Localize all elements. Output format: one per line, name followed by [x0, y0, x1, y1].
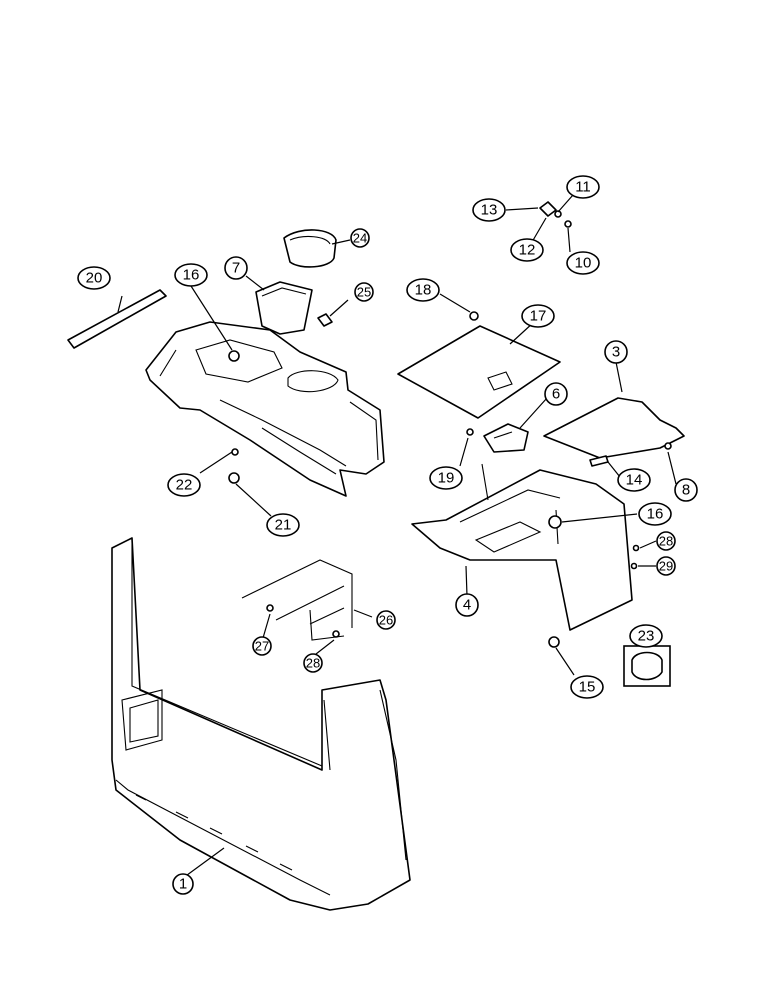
callout-11: 11 — [566, 175, 600, 199]
callout-22-label: 22 — [176, 477, 193, 494]
latch-parts — [539, 201, 572, 228]
callout-16-right: 16 — [638, 502, 672, 526]
callout-23: 23 — [629, 624, 663, 648]
bracket-part — [241, 559, 353, 641]
callout-1-label: 1 — [179, 876, 187, 893]
lower-panel-part — [111, 537, 411, 911]
callout-19-label: 19 — [438, 470, 455, 487]
cap-part — [623, 645, 671, 687]
callout-21-label: 21 — [275, 517, 292, 534]
tray-part — [255, 281, 313, 335]
callout-13: 13 — [472, 198, 506, 222]
callout-24-label: 24 — [353, 231, 367, 246]
callout-7-label: 7 — [232, 260, 240, 277]
callout-16-left-label: 16 — [183, 267, 200, 284]
clip-part — [317, 313, 333, 327]
callout-27: 27 — [252, 636, 272, 656]
callout-8-label: 8 — [682, 482, 690, 499]
callout-28-left-label: 28 — [306, 656, 320, 671]
callout-18: 18 — [406, 278, 440, 302]
callout-6: 6 — [544, 382, 568, 406]
lower-console-part — [411, 428, 633, 648]
callout-23-label: 23 — [638, 628, 655, 645]
leader-lines — [117, 194, 677, 879]
callout-4: 4 — [455, 593, 479, 617]
callout-15-label: 15 — [579, 679, 596, 696]
callout-28-left: 28 — [303, 653, 323, 673]
callout-14: 14 — [617, 468, 651, 492]
callout-26: 26 — [376, 610, 396, 630]
callout-24: 24 — [350, 228, 370, 248]
callout-3-label: 3 — [612, 344, 620, 361]
fasteners-left — [228, 350, 240, 484]
callout-12: 12 — [510, 238, 544, 262]
callout-21: 21 — [266, 513, 300, 537]
callout-29: 29 — [656, 556, 676, 576]
upper-console-part — [145, 321, 385, 497]
callout-20: 20 — [77, 266, 111, 290]
callout-19: 19 — [429, 466, 463, 490]
callout-18-label: 18 — [415, 282, 432, 299]
callout-4-label: 4 — [463, 597, 471, 614]
callout-6-label: 6 — [552, 386, 560, 403]
plate-part — [397, 311, 561, 419]
callout-28-right: 28 — [656, 531, 676, 551]
cup-holder-part — [283, 229, 337, 268]
callout-28-right-label: 28 — [659, 534, 673, 549]
callout-16-left: 16 — [174, 263, 208, 287]
callout-25: 25 — [354, 282, 374, 302]
callout-26-label: 26 — [379, 613, 393, 628]
callout-3: 3 — [604, 340, 628, 364]
callout-15: 15 — [570, 675, 604, 699]
callout-25-label: 25 — [357, 285, 371, 300]
callout-8: 8 — [674, 478, 698, 502]
callout-10-label: 10 — [575, 255, 592, 272]
boot-part — [483, 423, 529, 453]
small-parts-right — [589, 442, 672, 570]
callout-17: 17 — [521, 304, 555, 328]
strip-part — [67, 289, 167, 349]
callout-13-label: 13 — [481, 202, 498, 219]
callout-7: 7 — [224, 256, 248, 280]
callout-20-label: 20 — [86, 270, 103, 287]
cover-part — [543, 397, 685, 459]
callout-1: 1 — [172, 873, 194, 895]
callout-17-label: 17 — [530, 308, 547, 325]
callout-16-right-label: 16 — [647, 506, 664, 523]
callout-14-label: 14 — [626, 472, 643, 489]
callout-29-label: 29 — [659, 559, 673, 574]
callout-11-label: 11 — [575, 179, 591, 196]
callout-12-label: 12 — [519, 242, 536, 259]
callout-27-label: 27 — [255, 639, 269, 654]
callout-22: 22 — [167, 473, 201, 497]
callout-10: 10 — [566, 251, 600, 275]
